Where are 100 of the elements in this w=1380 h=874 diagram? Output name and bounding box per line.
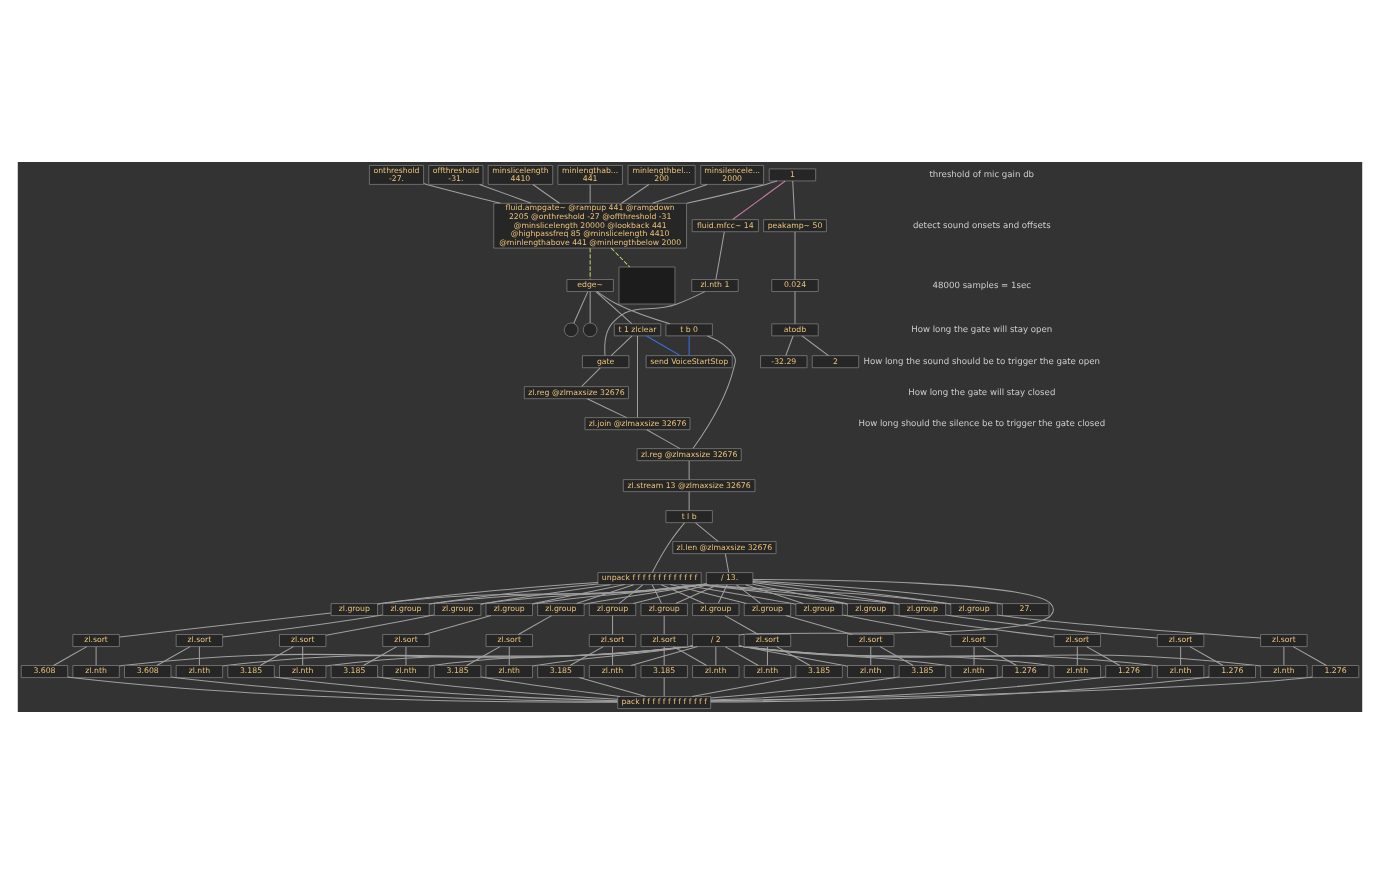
connector — [362, 646, 398, 666]
connector — [698, 584, 848, 605]
connector — [663, 646, 665, 666]
connector — [738, 645, 1055, 667]
connector — [377, 676, 619, 700]
connector — [325, 645, 694, 667]
connector — [637, 335, 638, 418]
connector — [870, 646, 872, 666]
connector — [67, 676, 618, 703]
connector — [532, 584, 626, 605]
connector — [794, 291, 796, 325]
node-circle — [582, 322, 598, 338]
connector — [428, 583, 707, 605]
connector — [672, 646, 708, 666]
connector — [589, 247, 591, 280]
connector — [738, 578, 1054, 636]
connector — [663, 677, 665, 697]
connector — [569, 646, 604, 666]
connector — [738, 645, 952, 667]
connector — [508, 646, 510, 666]
connector — [423, 183, 501, 204]
connector — [480, 583, 707, 605]
connector — [710, 676, 1107, 702]
connector — [302, 646, 304, 666]
connector — [766, 646, 768, 666]
connector — [630, 646, 699, 666]
connector — [686, 180, 778, 204]
connector — [1086, 646, 1121, 666]
connector — [879, 646, 914, 666]
connector — [198, 646, 200, 666]
connector — [945, 614, 1158, 639]
connector — [794, 231, 796, 280]
connector — [610, 247, 631, 268]
connector — [732, 180, 786, 220]
connector — [156, 646, 191, 666]
connector — [428, 645, 694, 667]
connector — [738, 645, 1158, 667]
connector — [53, 646, 88, 666]
connector — [480, 676, 621, 697]
connector — [479, 183, 532, 204]
connector — [428, 583, 599, 605]
node-circle — [563, 322, 579, 338]
connector — [688, 491, 690, 511]
connector — [595, 291, 633, 325]
connector — [532, 645, 694, 667]
connector — [695, 522, 719, 542]
connector — [573, 291, 589, 324]
connector — [710, 676, 1003, 701]
connector — [651, 522, 686, 573]
connector — [710, 676, 900, 699]
connector — [724, 615, 759, 636]
connector — [610, 335, 633, 357]
connector — [801, 335, 829, 357]
connector — [423, 615, 492, 635]
connector — [973, 646, 975, 666]
connector — [651, 183, 708, 204]
connector — [700, 583, 900, 605]
connector — [681, 584, 797, 605]
connector — [645, 335, 681, 357]
connector — [663, 615, 665, 635]
connector — [646, 429, 681, 450]
connector — [675, 584, 719, 605]
connector — [612, 646, 614, 666]
connector — [724, 553, 730, 573]
connector — [785, 615, 853, 635]
connector — [621, 184, 650, 204]
connector — [785, 335, 794, 357]
connector — [517, 615, 553, 636]
connector — [691, 676, 797, 697]
connector — [273, 676, 619, 702]
connector — [222, 614, 384, 638]
connector — [604, 291, 706, 356]
connector — [669, 584, 747, 605]
connector — [738, 645, 1262, 667]
connector — [692, 335, 736, 449]
connector — [119, 612, 332, 638]
connector — [118, 645, 694, 667]
connector — [618, 584, 644, 604]
connector — [170, 676, 618, 703]
connector — [222, 645, 694, 667]
connector — [688, 460, 690, 480]
connector — [1076, 646, 1078, 666]
connector — [792, 180, 796, 220]
connector — [752, 582, 900, 605]
connector — [752, 580, 1003, 605]
connector — [583, 583, 707, 605]
connector — [717, 584, 728, 604]
connector — [259, 646, 294, 666]
connector — [724, 646, 759, 666]
node-box — [618, 266, 676, 305]
connector — [893, 614, 1055, 638]
connector — [688, 335, 690, 357]
connector — [736, 584, 762, 604]
connector — [576, 584, 635, 605]
connector — [377, 583, 707, 605]
connector — [466, 646, 501, 666]
connector — [1292, 646, 1327, 666]
connector — [710, 676, 1210, 703]
connector — [586, 398, 628, 419]
connector — [752, 580, 952, 605]
